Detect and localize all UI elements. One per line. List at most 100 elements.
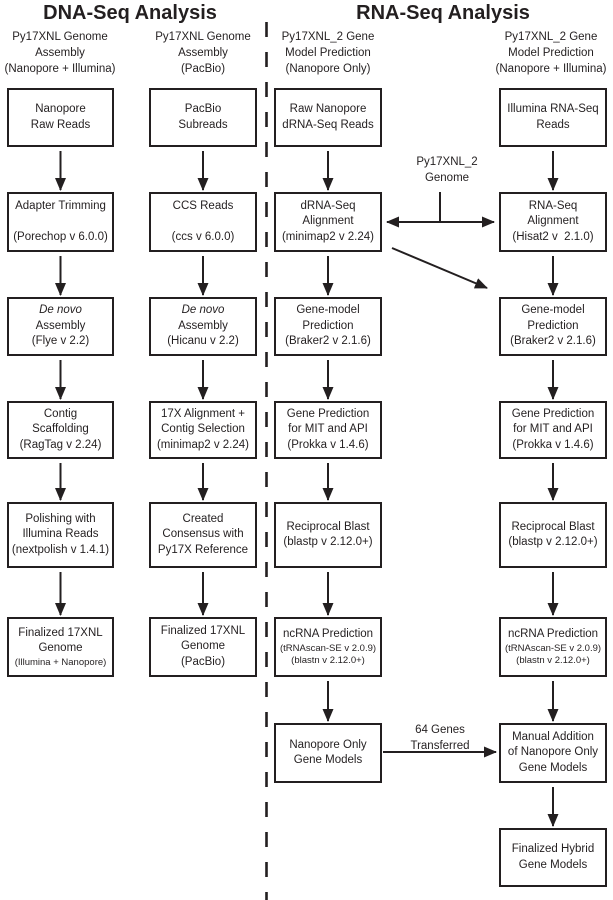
box-line: Consensus with [162,528,244,541]
box-line: ncRNA Prediction [507,628,599,641]
box-reciprocal-blast-illumina: Reciprocal Blast (blastp v 2.12.0+) [499,502,607,568]
box-line: (blastn v 2.12.0+) [291,654,365,666]
box-line: Genome [38,642,83,654]
column-header-nanopore-only-prediction: Py17XNL_2 Gene Model Prediction (Nanopor… [253,29,403,77]
box-line: Raw Nanopore [289,103,367,115]
box-line: Gene Prediction [511,407,595,420]
box-ncrna-prediction-illumina: ncRNA Prediction (tRNAscan-SE v 2.0.9) (… [499,617,607,677]
box-line: (Hisat2 v 2.1.0) [512,230,594,243]
box-line: Contig Selection [161,423,245,436]
box-17x-alignment-contig-selection: 17X Alignment + Contig Selection (minima… [149,401,257,459]
box-created-consensus-py17x: Created Consensus with Py17X Reference [149,502,257,568]
box-drna-seq-alignment: dRNA-Seq Alignment (minimap2 v 2.24) [274,192,382,252]
box-line: Alignment [302,215,354,228]
box-adapter-trimming: Adapter Trimming (Porechop v 6.0.0) [7,192,114,252]
box-line: (tRNAscan-SE v 2.0.9) [279,642,377,654]
box-line: (PacBio) [180,655,226,668]
box-line: De novo [39,304,82,317]
box-line: 17X Alignment + [160,407,246,420]
rna-seq-section-title: RNA-Seq Analysis [356,2,530,24]
box-line: Prediction [527,319,579,332]
header-line: Py17XNL Genome [12,31,108,43]
box-line: (Porechop v 6.0.0) [13,230,108,243]
box-line: (Illumina + Nanopore) [14,656,107,668]
box-finalized-17xnl-genome-illumina-nanopore: Finalized 17XNL Genome (Illumina + Nanop… [7,617,114,677]
box-line: (Braker2 v 2.1.6) [510,335,596,348]
box-line: for MIT and API [513,423,593,436]
header-line: (Nanopore + Illumina) [495,63,607,75]
genome-input-label: Py17XNL_2 Genome [387,154,507,186]
box-line: Adapter Trimming [15,200,106,212]
box-line: Manual Addition [512,730,594,743]
box-line: (Prokka v 1.4.6) [287,438,369,451]
genes-transferred-label: 64 Genes Transferred [380,722,500,754]
box-line: dRNA-Seq Reads [282,118,374,131]
box-line: (Hicanu v 2.2) [167,335,239,348]
box-de-novo-assembly-flye: De novo Assembly (Flye v 2.2) [7,297,114,356]
box-line: (Flye v 2.2) [31,335,90,348]
box-line: Reads [536,118,570,131]
box-line: (Prokka v 1.4.6) [512,438,594,451]
label-line: Py17XNL_2 [416,156,478,168]
header-line: Assembly [35,47,85,59]
box-line: Gene Models [518,858,588,871]
box-line: Raw Reads [30,118,91,131]
box-rna-seq-alignment-hisat2: RNA-Seq Alignment (Hisat2 v 2.1.0) [499,192,607,252]
box-line: Finalized 17XNL [18,626,103,639]
box-line: (blastp v 2.12.0+) [283,536,373,548]
box-line: Created [182,512,224,525]
box-line: (blastn v 2.12.0+) [516,654,590,666]
box-line: Nanopore [35,103,86,115]
box-line: Genome [180,640,226,653]
box-line: of Nanopore Only [507,746,599,759]
header-line: (PacBio) [180,63,226,75]
box-ccs-reads: CCS Reads (ccs v 6.0.0) [149,192,257,252]
box-nanopore-raw-reads: Nanopore Raw Reads [7,88,114,147]
box-raw-nanopore-drna-seq-reads: Raw Nanopore dRNA-Seq Reads [274,88,382,147]
box-line: (minimap2 v 2.24) [156,438,250,451]
box-gene-model-prediction-illumina: Gene-model Prediction (Braker2 v 2.1.6) [499,297,607,356]
box-gene-prediction-mit-api-nanopore: Gene Prediction for MIT and API (Prokka … [274,401,382,459]
box-finalized-hybrid-gene-models: Finalized Hybrid Gene Models [499,828,607,887]
box-line: Finalized Hybrid [511,843,595,855]
box-line: Gene Models [293,754,363,766]
box-line: Subreads [178,118,228,131]
box-line: (Braker2 v 2.1.6) [285,335,371,348]
box-line: Py17X Reference [157,543,249,556]
box-gene-prediction-mit-api-illumina: Gene Prediction for MIT and API (Prokka … [499,401,607,459]
box-line: Illumina RNA-Seq [507,103,599,115]
box-line: Gene Models [518,761,588,774]
box-line: (ccs v 6.0.0) [171,230,235,243]
column-header-nanopore-illumina-prediction: Py17XNL_2 Gene Model Prediction (Nanopor… [476,29,613,77]
box-finalized-17xnl-genome-pacbio: Finalized 17XNL Genome (PacBio) [149,617,257,677]
box-line: Alignment [527,215,579,228]
header-line: Py17XNL_2 Gene [504,31,598,43]
box-line: Gene-model [521,304,585,317]
header-line: Assembly [178,47,228,59]
box-line: (RagTag v 2.24) [19,438,102,451]
box-line: Nanopore Only [289,738,367,751]
dna-seq-section-title: DNA-Seq Analysis [43,2,217,24]
box-line: Gene Prediction [286,407,370,420]
box-nanopore-only-gene-models: Nanopore Only Gene Models [274,723,382,783]
header-line: Model Prediction [508,47,594,59]
cross-column-diagonal-arrow [391,247,488,289]
box-line: (minimap2 v 2.24) [281,230,375,243]
box-line: dRNA-Seq [300,199,356,212]
box-pacbio-subreads: PacBio Subreads [149,88,257,147]
box-de-novo-assembly-hicanu: De novo Assembly (Hicanu v 2.2) [149,297,257,356]
box-reciprocal-blast-nanopore: Reciprocal Blast (blastp v 2.12.0+) [274,502,382,568]
box-gene-model-prediction-nanopore: Gene-model Prediction (Braker2 v 2.1.6) [274,297,382,356]
box-line: Assembly [178,319,228,332]
box-line: Polishing with [25,512,96,525]
box-polishing-illumina-reads: Polishing with Illumina Reads (nextpolis… [7,502,114,568]
box-line: Assembly [35,319,86,332]
box-line: Finalized 17XNL [160,624,246,637]
box-illumina-rna-seq-reads: Illumina RNA-Seq Reads [499,88,607,147]
box-line: Illumina Reads [22,528,99,541]
box-line: Prediction [302,319,354,332]
label-line: Genome [424,172,470,184]
box-contig-scaffolding: Contig Scaffolding (RagTag v 2.24) [7,401,114,459]
box-line: De novo [181,304,225,317]
